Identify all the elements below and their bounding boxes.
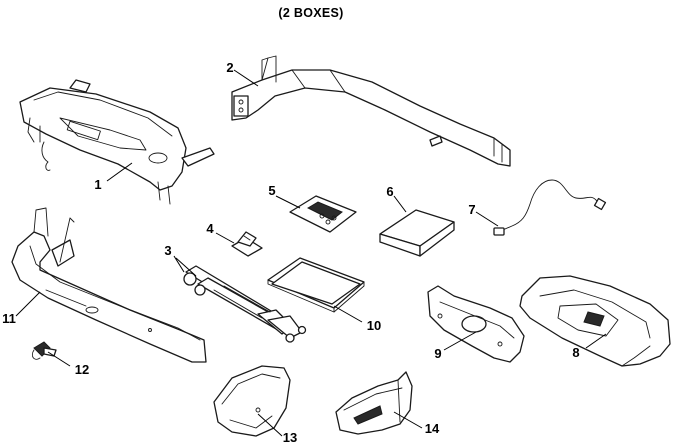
callout-9: 9 bbox=[434, 346, 441, 361]
callout-10: 10 bbox=[367, 318, 381, 333]
callout-4: 4 bbox=[206, 221, 214, 236]
part-8-motor-hood bbox=[520, 276, 670, 366]
callout-6: 6 bbox=[386, 184, 393, 199]
part-10-manual bbox=[268, 258, 364, 312]
callout-12: 12 bbox=[75, 362, 89, 377]
diagram-title: (2 BOXES) bbox=[278, 6, 343, 20]
part-1-console bbox=[20, 80, 214, 204]
callout-1: 1 bbox=[94, 177, 101, 192]
part-2-upright-rail bbox=[232, 56, 510, 166]
part-12-key bbox=[32, 342, 56, 359]
callout-5: 5 bbox=[268, 183, 275, 198]
part-5-hardware-card bbox=[290, 196, 356, 232]
callout-14: 14 bbox=[425, 421, 440, 436]
part-13-side-cover bbox=[214, 366, 290, 436]
callout-7: 7 bbox=[468, 202, 475, 217]
part-11-base-rail bbox=[12, 208, 206, 362]
part-4-bracket bbox=[232, 232, 262, 256]
part-14-side-cover bbox=[336, 372, 412, 434]
part-6-box bbox=[380, 210, 454, 256]
part-7-power-cord bbox=[494, 180, 605, 235]
callout-8: 8 bbox=[572, 345, 579, 360]
callout-11: 11 bbox=[2, 311, 16, 326]
callout-3: 3 bbox=[164, 243, 171, 258]
callout-2: 2 bbox=[226, 60, 233, 75]
part-9-rear-cover bbox=[428, 286, 524, 362]
callout-13: 13 bbox=[283, 430, 297, 445]
